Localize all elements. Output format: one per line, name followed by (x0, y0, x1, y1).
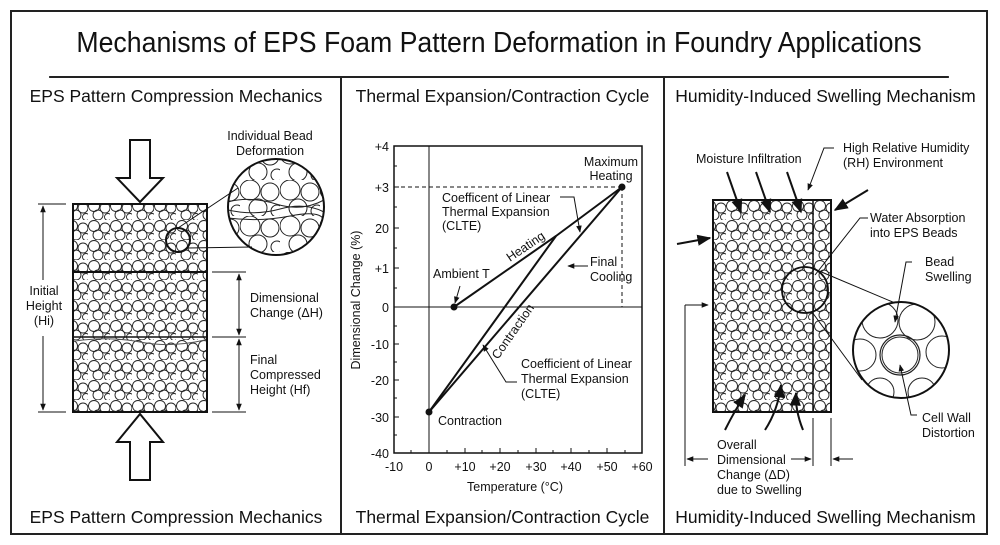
svg-text:-10: -10 (385, 460, 403, 474)
svg-text:-40: -40 (371, 447, 389, 461)
svg-text:+10: +10 (454, 460, 475, 474)
compression-arrow-up-icon (114, 412, 166, 481)
label-contraction-point: Contraction (438, 414, 502, 428)
svg-text:+4: +4 (375, 140, 389, 154)
svg-text:20: 20 (375, 222, 389, 236)
column-divider (340, 78, 342, 535)
panel-heading-compression: EPS Pattern Compression Mechanics (29, 86, 323, 106)
svg-text:+1: +1 (375, 262, 389, 276)
svg-text:0: 0 (382, 301, 389, 315)
panel-footer-thermal: Thermal Expansion/Contraction Cycle (355, 507, 650, 527)
humidity-diagram: Moisture Infiltration High Relative Humi… (676, 141, 975, 497)
svg-text:-20: -20 (371, 374, 389, 388)
svg-text:+30: +30 (525, 460, 546, 474)
diagram-frame (10, 10, 988, 535)
svg-text:+3: +3 (375, 181, 389, 195)
svg-text:+40: +40 (560, 460, 581, 474)
svg-text:0: 0 (426, 460, 433, 474)
cooling-line (428, 186, 623, 413)
svg-text:-10: -10 (371, 338, 389, 352)
label-rh: High Relative Humidity(RH) Environment (843, 141, 970, 170)
ambient-point (450, 303, 458, 311)
label-contraction-line: Contraction (489, 301, 537, 361)
x-axis-ticks: -10 0 +10 +20 +30 +40 +50 +60 (385, 460, 653, 474)
thermal-chart: +4 +3 20 +1 0 -10 -20 -30 -40 -10 0 +10 … (349, 140, 653, 494)
x-axis-label: Temperature (°C) (467, 480, 563, 494)
page-title: Mechanisms of EPS Foam Pattern Deformati… (49, 10, 949, 78)
svg-text:+60: +60 (631, 460, 652, 474)
y-axis-ticks: +4 +3 20 +1 0 -10 -20 -30 -40 (371, 140, 389, 461)
max-heating-point (618, 183, 626, 191)
svg-text:+50: +50 (596, 460, 617, 474)
panel-heading-humidity: Humidity-Induced Swelling Mechanism (675, 86, 976, 106)
panel-footer-compression: EPS Pattern Compression Mechanics (29, 507, 323, 527)
compression-arrow-down-icon (114, 139, 166, 204)
contraction-line (428, 235, 557, 413)
svg-text:-30: -30 (371, 411, 389, 425)
label-ambient: Ambient T (433, 267, 490, 281)
panel-footer-humidity: Humidity-Induced Swelling Mechanism (675, 507, 976, 527)
panel-heading-thermal: Thermal Expansion/Contraction Cycle (355, 86, 650, 106)
y-axis-label: Dimensional Change (%) (349, 231, 363, 370)
svg-text:+20: +20 (489, 460, 510, 474)
label-moisture: Moisture Infiltration (696, 152, 802, 166)
column-divider (663, 78, 665, 535)
contraction-point (425, 408, 433, 416)
